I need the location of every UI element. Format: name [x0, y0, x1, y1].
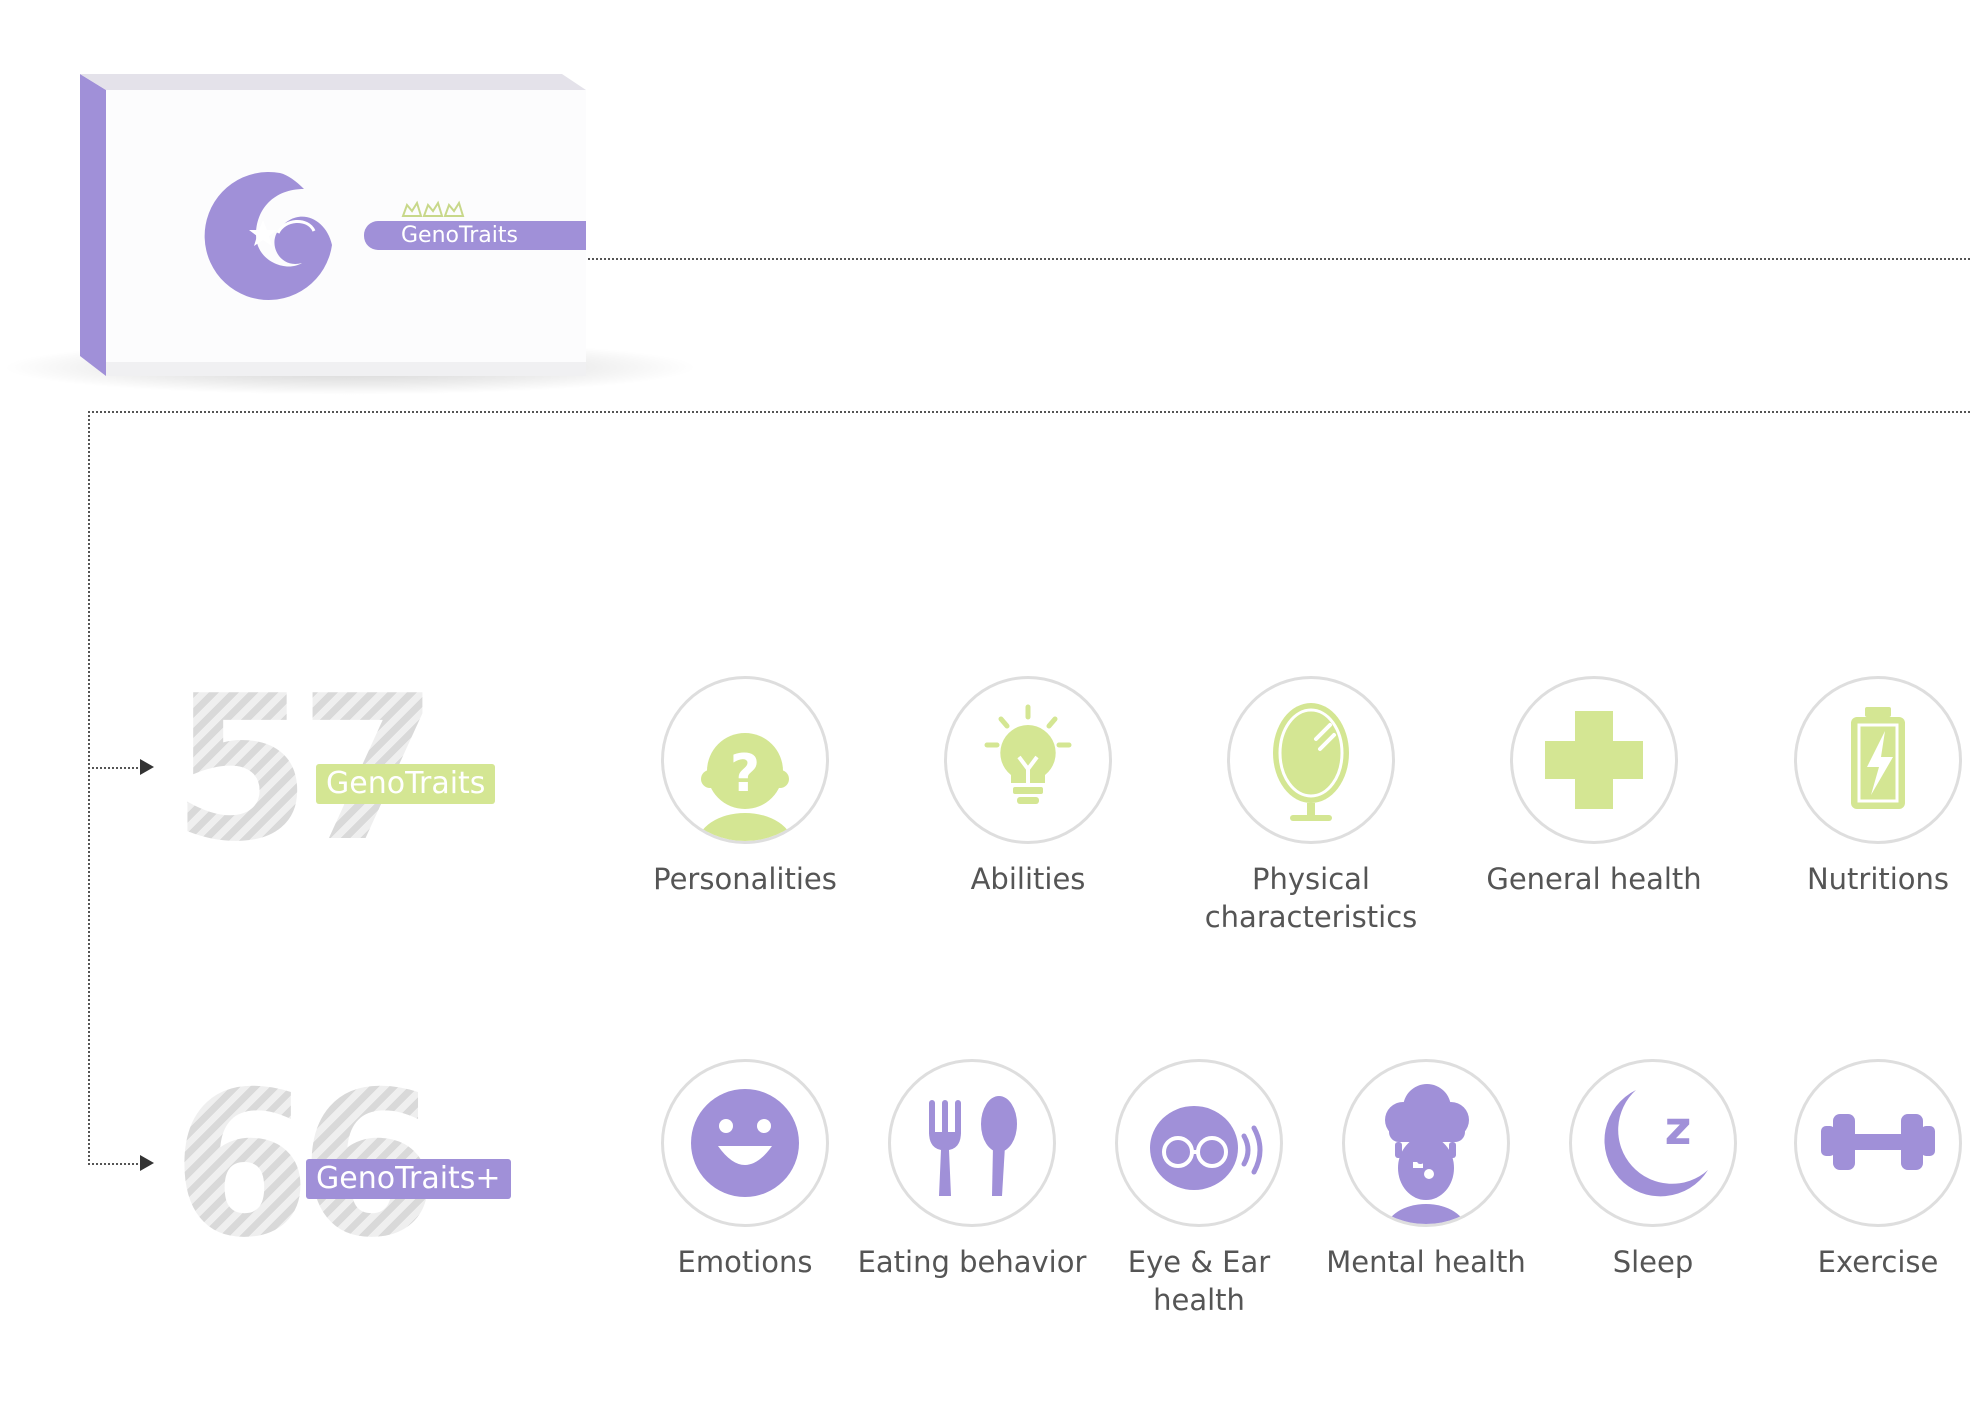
category-emotions: Emotions [630, 1059, 860, 1281]
arrow-right-icon [140, 1155, 154, 1171]
category-eye-ear-health: Eye & Ear health [1084, 1059, 1314, 1319]
medical-cross-icon [1545, 711, 1643, 809]
category-label: Exercise [1817, 1245, 1939, 1279]
rain-cloud-head-icon [1385, 1084, 1469, 1224]
connector-line [88, 411, 90, 1165]
smiley-icon [691, 1089, 799, 1197]
brand-logo-icon [204, 171, 332, 300]
category-label: Nutritions [1806, 862, 1950, 896]
connector-line [88, 411, 1970, 413]
tier-name-tag: GenoTraits+ [306, 1159, 511, 1199]
battery-bolt-icon [1851, 707, 1905, 809]
category-label: Physical characteristics [1204, 862, 1418, 934]
category-label: Personalities [653, 862, 837, 896]
category-label: Eating behavior [857, 1245, 1087, 1279]
category-mental-health: Mental health [1311, 1059, 1541, 1281]
crowns-icon [401, 200, 465, 217]
connector-line [88, 767, 138, 769]
connector-line [88, 1163, 138, 1165]
dumbbell-icon [1821, 1114, 1935, 1170]
category-general-health: General health [1479, 676, 1709, 898]
category-personalities: ? Personalities [630, 676, 860, 898]
moon-zzz-icon: z [1604, 1090, 1708, 1197]
category-exercise: Exercise [1763, 1059, 1970, 1281]
category-label: Mental health [1326, 1245, 1526, 1279]
glasses-sound-icon [1150, 1106, 1263, 1190]
svg-text:z: z [1665, 1101, 1692, 1155]
category-physical-characteristics: Physical characteristics [1196, 676, 1426, 936]
arrow-right-icon [140, 759, 154, 775]
tier-name-tag: GenoTraits [316, 764, 496, 804]
category-sleep: z Sleep [1538, 1059, 1768, 1281]
category-label: Abilities [970, 862, 1086, 896]
connector-line [588, 258, 1970, 260]
category-label: Sleep [1612, 1245, 1694, 1279]
fork-spoon-icon [929, 1096, 1017, 1196]
mirror-icon [1273, 703, 1349, 821]
category-eating-behavior: Eating behavior [857, 1059, 1087, 1281]
child-question-icon: ? [697, 733, 793, 841]
product-brand-badge: GenoTraits [364, 221, 586, 250]
category-label: Eye & Ear health [1127, 1245, 1271, 1317]
lightbulb-icon [984, 704, 1072, 804]
category-nutritions: Nutritions [1763, 676, 1970, 898]
category-label: General health [1486, 862, 1702, 896]
category-label: Emotions [677, 1245, 813, 1279]
svg-text:?: ? [730, 744, 760, 804]
category-abilities: Abilities [913, 676, 1143, 898]
